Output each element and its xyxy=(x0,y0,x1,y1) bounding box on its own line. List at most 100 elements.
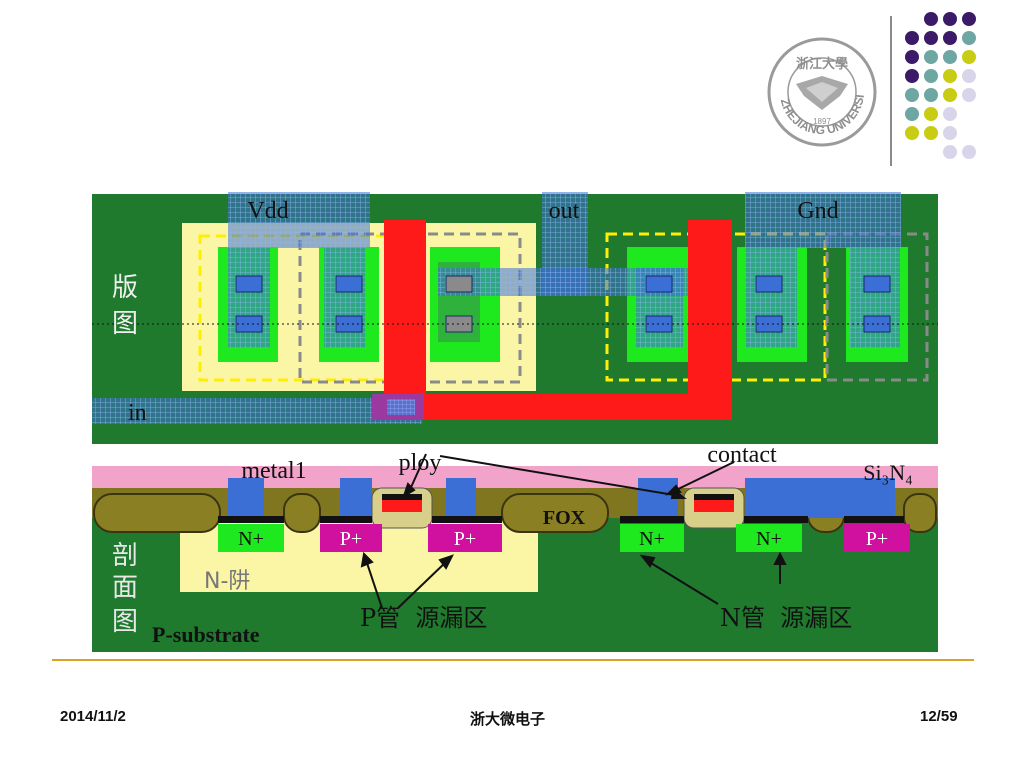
contact-label: contact xyxy=(707,442,777,468)
cs-metal-5 xyxy=(745,478,895,518)
layout-side-label-2: 图 xyxy=(112,309,138,339)
gnd-label: Gnd xyxy=(797,198,838,224)
decorative-dot xyxy=(924,107,938,121)
poly-contact xyxy=(387,399,415,415)
decorative-dot xyxy=(962,50,976,64)
poly-interconnect xyxy=(372,394,732,420)
contact-strip-6 xyxy=(844,516,904,523)
diffusion-region xyxy=(736,524,802,552)
fox-2 xyxy=(283,493,321,533)
decorative-dot xyxy=(943,126,957,140)
gnd-metal-finger-1 xyxy=(745,248,797,348)
cross-side-label-2: 面 xyxy=(112,573,138,603)
decorative-dot xyxy=(943,50,957,64)
decorative-dot xyxy=(905,88,919,102)
footer-date: 2014/11/2 xyxy=(60,708,126,725)
decorative-dot xyxy=(905,69,919,83)
layout-contact xyxy=(645,275,673,293)
decorative-dot xyxy=(943,88,957,102)
pmos-source-drain-label: P管 源漏区 xyxy=(360,604,487,632)
decorative-dot xyxy=(943,145,957,159)
poly-label: ploy xyxy=(399,450,442,476)
decorative-dot xyxy=(943,107,957,121)
diffusion-region xyxy=(320,524,382,552)
decorative-dot xyxy=(943,31,957,45)
cross-side-label-1: 剖 xyxy=(112,541,138,571)
nitride-layer xyxy=(92,466,938,488)
diffusion-label: N+ xyxy=(238,528,264,550)
fox-1 xyxy=(93,493,221,533)
footer-page-number: 12/59 xyxy=(920,708,958,725)
nwell-label: N-阱 xyxy=(204,569,250,594)
decorative-dot xyxy=(924,31,938,45)
layout-contact xyxy=(445,275,473,293)
decorative-dot xyxy=(905,126,919,140)
decorative-dot xyxy=(962,69,976,83)
contact-strip-1 xyxy=(218,516,284,523)
gnd-metal-rail xyxy=(745,192,901,248)
annotation-arrows xyxy=(360,453,787,609)
logo-chinese-name: 浙江大學 xyxy=(796,56,848,72)
fox-3 xyxy=(501,493,609,533)
contact-strip-5 xyxy=(744,516,808,523)
cmos-inverter-figure: Vdd out Gnd in 版 图 xyxy=(90,192,940,654)
vdd-metal-finger-1 xyxy=(228,248,270,348)
decorative-dot-grid xyxy=(905,12,1015,172)
footer-divider xyxy=(52,659,974,661)
diffusion-label: N+ xyxy=(639,528,665,550)
layout-contact xyxy=(335,275,363,293)
layout-view: Vdd out Gnd in 版 图 xyxy=(92,192,938,444)
layout-contact xyxy=(863,275,891,293)
diffusion-label: P+ xyxy=(454,528,476,550)
contact-strip-3 xyxy=(432,516,502,523)
poly-gate-nmos xyxy=(688,220,732,420)
nmos-gate-stack xyxy=(683,487,745,529)
decorative-dot xyxy=(924,69,938,83)
decorative-dot xyxy=(962,12,976,26)
layout-side-label-1: 版 xyxy=(112,273,138,303)
decorative-dot xyxy=(943,12,957,26)
diffusion-label: N+ xyxy=(756,528,782,550)
nitride-label: Si₃N₄ xyxy=(863,460,913,485)
metal1-label: metal1 xyxy=(241,458,306,484)
pmos-gate-stack xyxy=(371,487,433,529)
decorative-dot xyxy=(962,145,976,159)
cs-metal-2 xyxy=(340,478,372,518)
decorative-dot xyxy=(943,69,957,83)
diffusion-label: P+ xyxy=(340,528,362,550)
diffusion-region xyxy=(218,524,284,552)
header-divider xyxy=(890,16,892,166)
decorative-dot xyxy=(924,12,938,26)
diffusion-region xyxy=(428,524,502,552)
cross-section-view: N+P+P+N+N+P+ metal1 ploy c xyxy=(92,442,938,652)
decorative-dot xyxy=(924,88,938,102)
vdd-label: Vdd xyxy=(247,198,288,224)
fox-5 xyxy=(903,493,937,533)
diffusion-regions: N+ P+ P+ N+ N+ P+ xyxy=(218,524,910,552)
nmos-source-drain-label: N管 源漏区 xyxy=(720,604,852,632)
logo-year: 1897 xyxy=(813,117,831,126)
cs-metal-3 xyxy=(446,478,476,518)
well-contact-box xyxy=(298,232,522,384)
in-label: in xyxy=(128,400,147,426)
layout-contact xyxy=(755,275,783,293)
diffusion-region xyxy=(844,524,910,552)
decorative-dot xyxy=(924,50,938,64)
contact-strip-4 xyxy=(620,516,684,523)
cross-side-label-3: 图 xyxy=(112,607,138,637)
cs-metal-1 xyxy=(228,478,264,518)
diffusion-label: P+ xyxy=(866,528,888,550)
gnd-metal-finger-2 xyxy=(850,248,900,348)
poly-gate-pmos xyxy=(384,220,426,420)
in-metal xyxy=(92,398,422,424)
diffusion-region xyxy=(620,524,684,552)
vdd-metal-rail xyxy=(228,192,370,248)
substrate-label: P-substrate xyxy=(152,622,260,647)
zhejiang-university-logo: ZHEJIANG UNIVERSITY 浙江大學 1897 xyxy=(762,25,878,148)
contact-strip-2 xyxy=(320,516,372,523)
decorative-dot xyxy=(962,31,976,45)
layout-contact xyxy=(235,275,263,293)
decorative-dot xyxy=(924,126,938,140)
decorative-dot xyxy=(905,107,919,121)
decorative-dot xyxy=(905,50,919,64)
